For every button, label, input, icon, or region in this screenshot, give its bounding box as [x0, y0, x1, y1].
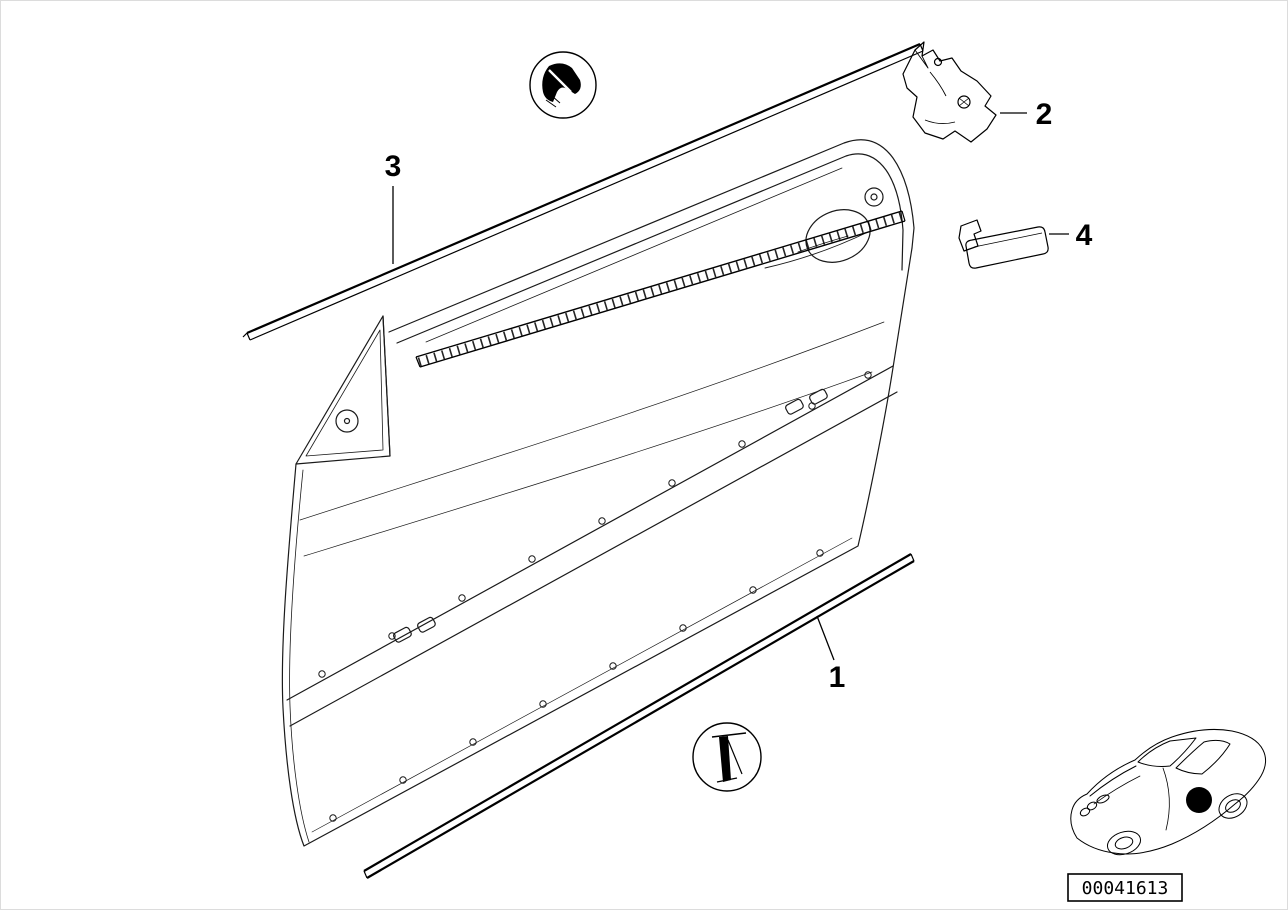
moulding-end-clip-part4 [958, 219, 1049, 269]
car-location-icon [1070, 729, 1267, 856]
frame-bracket-part2 [902, 41, 997, 143]
door-outline [281, 247, 913, 847]
callout-1[interactable]: 1 [829, 661, 846, 694]
rear-wheel [1218, 793, 1248, 819]
window-moulding-strip-part3 [242, 42, 924, 341]
part-number-box: 00041613 [1067, 873, 1183, 902]
window-frame [388, 139, 915, 333]
part-number: 00041613 [1082, 878, 1169, 899]
front-wheel [1106, 830, 1142, 856]
callout-3[interactable]: 3 [385, 150, 402, 183]
callout-4[interactable]: 4 [1076, 219, 1093, 252]
door-panel [281, 139, 915, 847]
moulding-cross-section-lower-icon [692, 722, 762, 792]
door-handle [764, 187, 884, 269]
mirror-triangle [295, 315, 391, 465]
leader-lines [392, 112, 1069, 661]
callout-labels: 3 2 4 1 [385, 98, 1093, 694]
headlight-icon [1096, 794, 1110, 804]
leader-line-1 [816, 615, 835, 661]
kidney-grille-icon [1079, 807, 1091, 817]
moulding-cross-section-upper-icon [529, 51, 597, 119]
callout-2[interactable]: 2 [1036, 98, 1053, 131]
lower-door-moulding-part1 [363, 553, 915, 879]
door-location-marker [1186, 787, 1212, 813]
door-rivet-holes [318, 371, 872, 822]
belt-line-trim [415, 210, 906, 368]
